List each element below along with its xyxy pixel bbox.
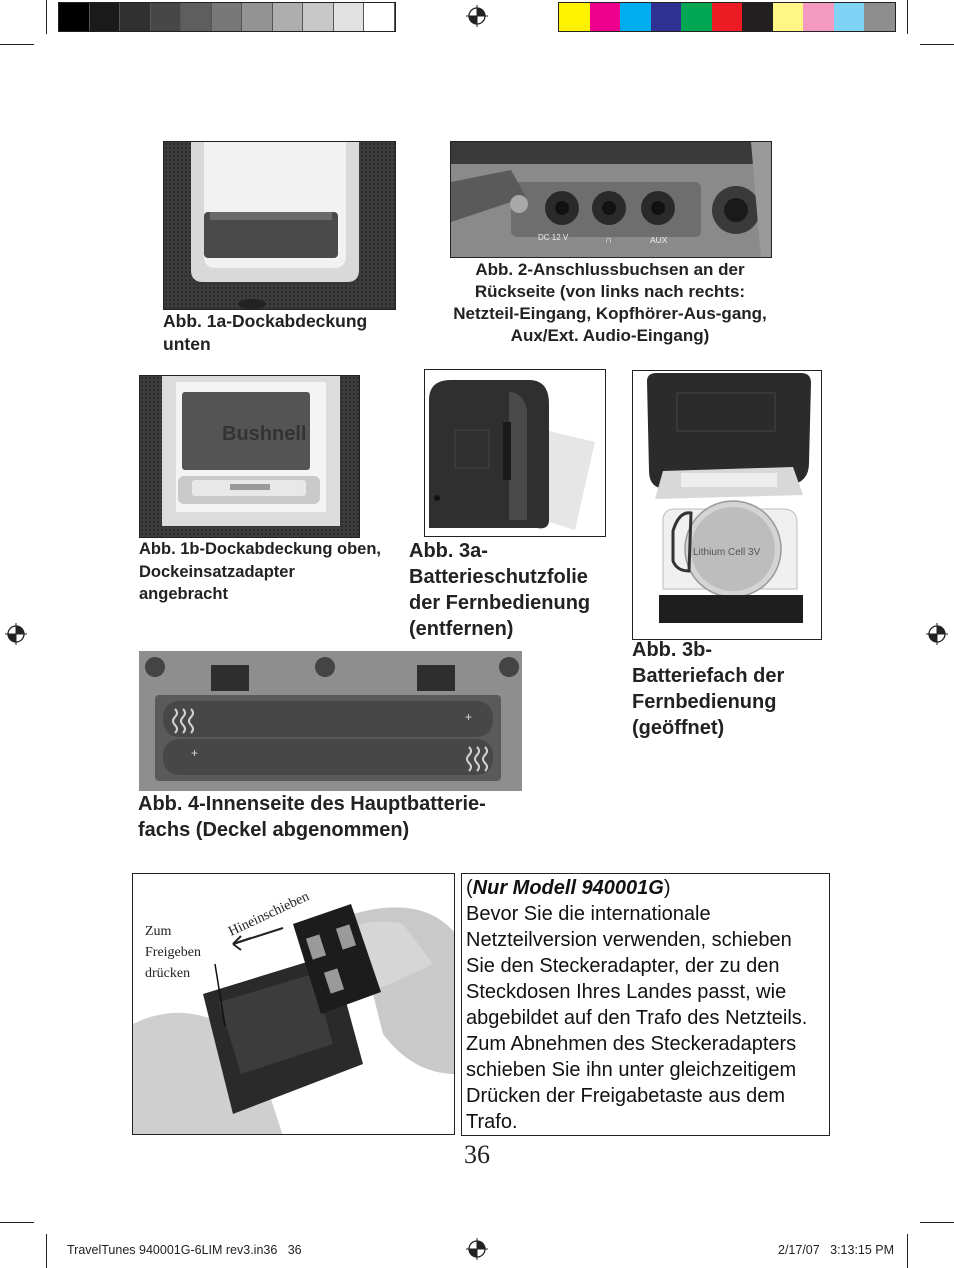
gray-swatch <box>150 3 181 31</box>
gray-swatch <box>242 3 273 31</box>
color-swatch <box>803 3 834 31</box>
color-swatch <box>772 3 803 31</box>
battery-label: Lithium Cell 3V <box>693 547 761 558</box>
figure-3a-caption: Abb. 3a-Batterieschutzfolie der Fernbedi… <box>409 540 591 640</box>
figure-1b-photo: Bushnell <box>139 375 360 538</box>
svg-text:+: + <box>465 710 472 724</box>
svg-text:+: + <box>191 746 198 760</box>
color-swatch <box>589 3 620 31</box>
adapter-instructions-box: (Nur Modell 940001G) Bevor Sie die inter… <box>461 873 830 1136</box>
crop-mark <box>907 1234 908 1268</box>
release-label-3: drücken <box>145 966 190 981</box>
port-label-aux: AUX <box>650 235 668 245</box>
paren-open: ( <box>466 877 473 899</box>
port-label-headphone: ∩ <box>605 235 612 246</box>
instructions-text: Bevor Sie die internationale Netzteilver… <box>466 903 808 1133</box>
gray-swatch <box>59 3 90 31</box>
crop-mark <box>920 44 954 45</box>
figure-1b-caption: Abb. 1b-Dockabdeckung oben, Dockeinsatza… <box>139 540 382 603</box>
crop-mark <box>907 0 908 34</box>
registration-mark-icon <box>466 1238 488 1260</box>
crop-mark <box>46 1234 47 1268</box>
gray-swatch <box>333 3 364 31</box>
figure-3b-caption: Abb. 3b-Batteriefach der Fernbedienung (… <box>632 639 785 739</box>
color-swatch <box>559 3 590 31</box>
registration-mark-icon <box>5 623 27 645</box>
figure-3a-photo <box>424 369 606 537</box>
color-swatch <box>681 3 712 31</box>
crop-mark <box>0 44 34 45</box>
footer-timestamp: 2/17/07 3:13:15 PM <box>778 1243 895 1257</box>
model-name: Nur Modell 940001G <box>472 877 664 899</box>
crop-mark <box>0 1222 34 1223</box>
gray-swatch <box>181 3 212 31</box>
figure-2-caption: Abb. 2-Anschlussbuchsen an der Rückseite… <box>453 260 767 345</box>
color-swatch <box>711 3 742 31</box>
crop-mark <box>46 0 47 34</box>
color-swatch <box>650 3 681 31</box>
release-label-2: Freigeben <box>145 945 201 960</box>
registration-mark-icon <box>926 623 948 645</box>
registration-mark-icon <box>466 5 488 27</box>
gray-swatch <box>89 3 120 31</box>
figure-1a-photo <box>163 141 396 310</box>
figure-1a-caption: Abb. 1a-Dockabdeckung unten <box>163 311 368 354</box>
gray-swatch <box>272 3 303 31</box>
page-number: 36 <box>464 1140 490 1169</box>
port-label-dc: DC 12 V <box>538 233 569 242</box>
model-line: (Nur Modell 940001G) <box>466 875 823 901</box>
color-swatch <box>833 3 864 31</box>
footer-file-info: TravelTunes 940001G-6LIM rev3.in36 36 <box>67 1243 302 1257</box>
color-swatch <box>864 3 895 31</box>
grayscale-calibration-bar <box>58 2 396 32</box>
gray-swatch <box>120 3 151 31</box>
figure-2-photo: DC 12 V ∩ AUX <box>450 141 772 258</box>
paren-close: ) <box>663 877 671 899</box>
figure-4-caption: Abb. 4-Innenseite des Hauptbatterie-fach… <box>138 793 486 841</box>
release-label-1: Zum <box>145 924 172 939</box>
color-swatch <box>742 3 773 31</box>
color-swatch <box>620 3 651 31</box>
brand-label: Bushnell <box>222 423 306 445</box>
gray-swatch <box>211 3 242 31</box>
color-calibration-bar <box>558 2 896 32</box>
figure-5-photo: Hineinschieben Zum Freigeben drücken <box>132 873 455 1135</box>
figure-4-photo: + + <box>139 651 522 791</box>
figure-3b-photo: Lithium Cell 3V <box>632 370 822 640</box>
crop-mark <box>920 1222 954 1223</box>
gray-swatch <box>364 3 395 31</box>
gray-swatch <box>303 3 334 31</box>
